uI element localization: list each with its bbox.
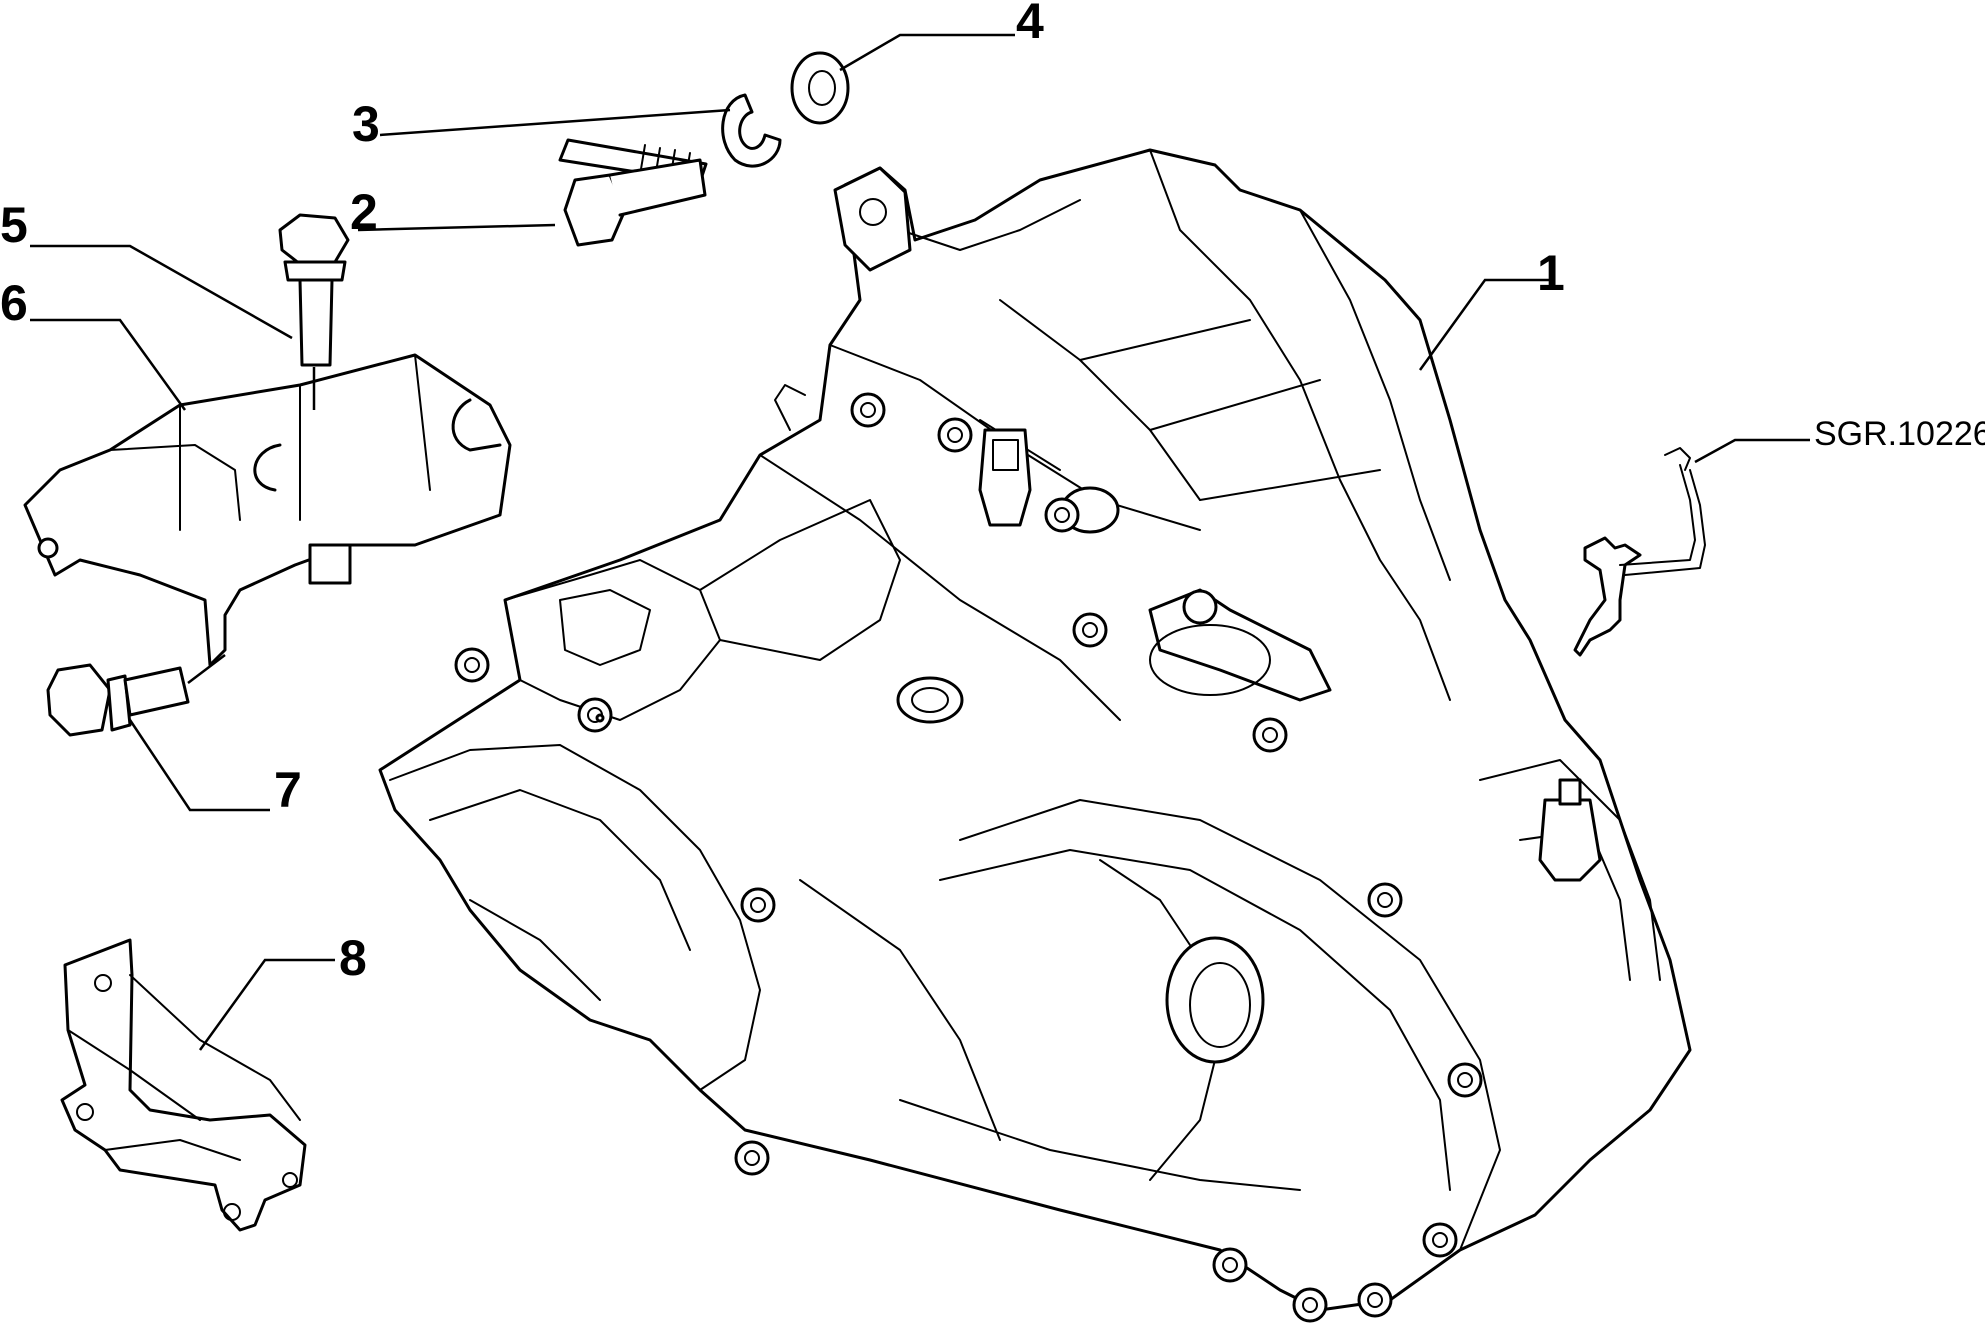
callout-1: 1 [1537,245,1565,301]
bracket-6 [23,353,512,667]
callout-2: 2 [350,184,378,240]
callout-3: 3 [352,96,380,152]
flange-bolt-5 [278,213,350,367]
leader-lines [30,33,1810,1051]
spring-washer-3 [721,93,782,168]
housing-bolt-heads [454,392,1483,1323]
callout-5: 5 [0,197,28,253]
callout-8: 8 [339,930,367,986]
callout-7: 7 [274,762,302,818]
bracket-8 [60,938,307,1232]
gearbox-housing [378,148,1692,1323]
reference-code: SGR.10226 [1814,415,1985,453]
callout-4: 4 [1016,0,1044,49]
flange-bolt-7 [46,654,226,737]
sensor-sgr-10226 [1573,447,1706,657]
callout-6: 6 [0,275,28,331]
flat-washer-4 [790,51,850,125]
callout-labels: 1 2 3 4 5 6 7 8 SGR.10226 [0,0,1985,986]
bolt-2 [558,138,708,247]
